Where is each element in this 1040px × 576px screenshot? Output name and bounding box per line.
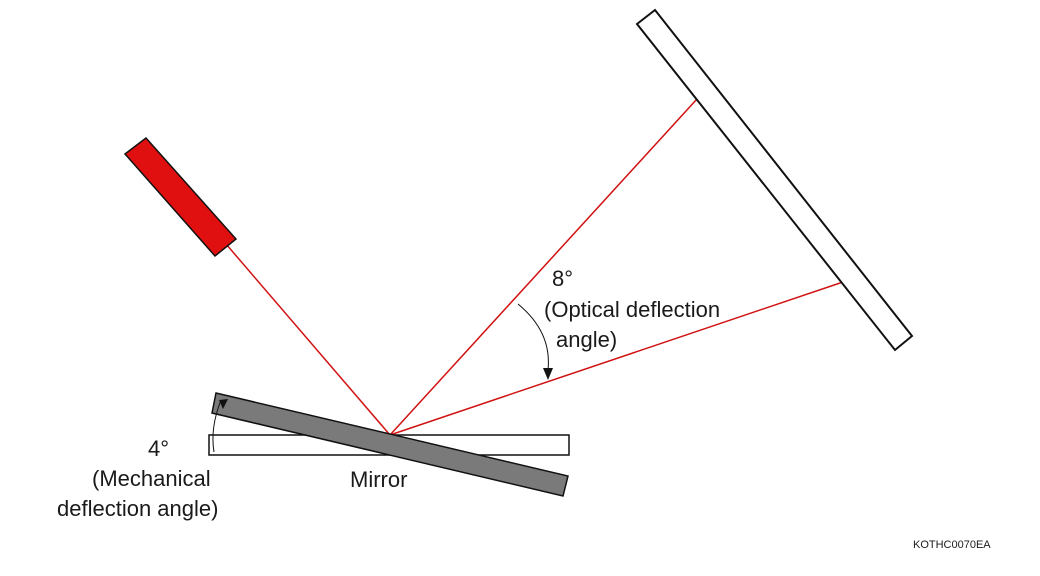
optical-angle-arrowhead [543, 368, 553, 380]
mechanical-angle-value: 4° [148, 436, 169, 461]
reflected-beam-lower [389, 281, 844, 436]
reflected-beam-upper [389, 98, 698, 436]
optical-angle-value: 8° [552, 266, 573, 291]
optical-angle-arc [517, 303, 549, 371]
optical-angle-caption-line2: angle) [556, 327, 617, 352]
mirror-label: Mirror [350, 467, 407, 492]
screen-bar [635, 8, 914, 352]
tilted-mirror [211, 392, 569, 497]
mechanical-angle-arc [212, 399, 222, 453]
laser-source [123, 136, 238, 258]
mechanical-angle-caption-line1: (Mechanical [92, 466, 211, 491]
optical-angle-caption-line1: (Optical deflection [544, 297, 720, 322]
mechanical-angle-arrowhead [219, 399, 228, 409]
mechanical-angle-caption-line2: deflection angle) [57, 496, 218, 521]
incident-beam [225, 243, 391, 436]
figure-code: KOTHC0070EA [913, 539, 991, 551]
